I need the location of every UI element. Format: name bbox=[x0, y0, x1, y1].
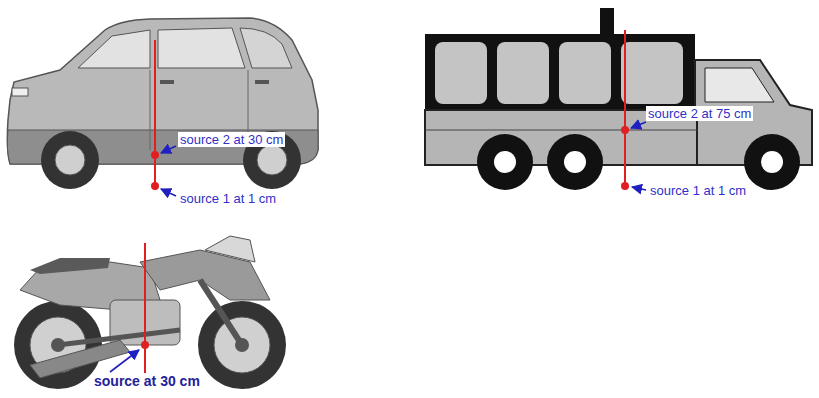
car-drawing bbox=[240, 28, 292, 68]
truck-drawing bbox=[744, 134, 800, 190]
car-drawing bbox=[7, 18, 318, 189]
source-label: source 1 at 1 cm bbox=[648, 183, 748, 198]
car-drawing bbox=[150, 70, 151, 150]
source-line bbox=[154, 40, 156, 186]
truck-drawing bbox=[559, 42, 611, 104]
car-drawing bbox=[41, 131, 99, 189]
car-drawing bbox=[257, 145, 287, 175]
source-dot bbox=[621, 182, 629, 190]
car-drawing bbox=[55, 145, 85, 175]
source-dot bbox=[151, 151, 159, 159]
car-drawing bbox=[160, 80, 174, 84]
source-line bbox=[144, 243, 146, 382]
leader-arrow bbox=[110, 350, 139, 372]
truck-drawing bbox=[600, 8, 614, 38]
source-line bbox=[624, 30, 626, 186]
car-drawing bbox=[158, 28, 245, 68]
truck-drawing bbox=[425, 130, 697, 131]
truck-drawing bbox=[435, 42, 487, 104]
truck-drawing bbox=[705, 68, 774, 102]
motorcycle-drawing bbox=[14, 236, 286, 389]
leader-arrow bbox=[632, 187, 646, 190]
leader-arrow bbox=[161, 146, 176, 153]
source-label: source 2 at 75 cm bbox=[646, 106, 753, 121]
truck-drawing bbox=[547, 134, 603, 190]
leader-arrow bbox=[110, 122, 646, 372]
source-line bbox=[145, 30, 625, 382]
motorcycle-drawing bbox=[30, 258, 110, 274]
source-dot bbox=[141, 341, 149, 349]
truck-drawing bbox=[497, 42, 549, 104]
motorcycle-drawing bbox=[200, 280, 242, 345]
car-drawing bbox=[12, 88, 28, 96]
source-dot bbox=[151, 182, 159, 190]
car-drawing bbox=[78, 30, 150, 68]
source-label: source 2 at 30 cm bbox=[178, 132, 285, 147]
truck-drawing bbox=[621, 42, 683, 104]
source-dot bbox=[621, 126, 629, 134]
truck-drawing bbox=[425, 8, 812, 190]
source-label: source 1 at 1 cm bbox=[178, 191, 278, 206]
truck-drawing bbox=[425, 34, 695, 114]
source-dot bbox=[141, 126, 629, 349]
truck-drawing bbox=[761, 151, 783, 173]
source-label: source at 30 cm bbox=[92, 373, 202, 389]
motorcycle-drawing bbox=[58, 330, 180, 345]
leader-arrow bbox=[631, 122, 646, 128]
leader-arrow bbox=[161, 189, 176, 196]
car-drawing bbox=[255, 80, 269, 84]
truck-drawing bbox=[477, 134, 533, 190]
truck-drawing bbox=[494, 151, 516, 173]
truck-drawing bbox=[564, 151, 586, 173]
motorcycle-drawing bbox=[205, 236, 255, 262]
